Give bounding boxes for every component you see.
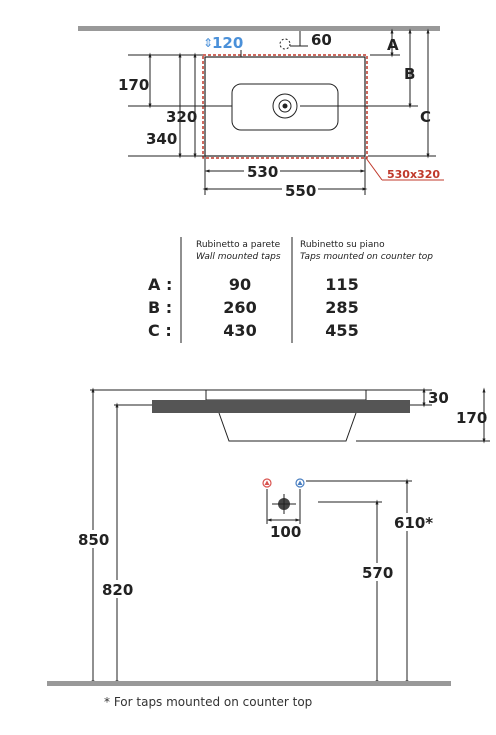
table-header-counter-en: Taps mounted on counter top bbox=[300, 252, 433, 262]
dim-820: 820 bbox=[102, 581, 133, 599]
cold-tap-arrow bbox=[297, 480, 303, 485]
dim-30: 30 bbox=[428, 389, 449, 407]
table-row-key: A : bbox=[148, 275, 172, 294]
dim-170-top: 170 bbox=[118, 76, 149, 94]
cold-tap-icon bbox=[295, 478, 305, 488]
dimension-table: Rubinetto a parete Wall mounted taps Rub… bbox=[148, 237, 433, 343]
dim-550-bg bbox=[282, 181, 318, 197]
top-view: ⇕ 120 60 A B C 170 320 340 530 bbox=[78, 26, 444, 200]
table-cell-counter: 455 bbox=[325, 321, 358, 340]
dim-120: 120 bbox=[212, 34, 243, 52]
footnote: * For taps mounted on counter top bbox=[104, 695, 312, 709]
table-cell-counter: 115 bbox=[325, 275, 358, 294]
table-row-key: B : bbox=[148, 298, 172, 317]
dim-120-arrow: ⇕ bbox=[203, 36, 213, 50]
floor-line bbox=[47, 681, 451, 686]
basin-bowl bbox=[218, 412, 357, 442]
dim-610-bg bbox=[392, 513, 434, 531]
dim-60: 60 bbox=[311, 31, 332, 49]
dim-170-side: 170 bbox=[456, 409, 487, 427]
dim-340: 340 bbox=[146, 130, 177, 148]
top-wall-line bbox=[78, 26, 440, 31]
drain-center bbox=[282, 103, 288, 109]
dim-850-bg bbox=[76, 530, 110, 548]
dim-570: 570 bbox=[362, 564, 393, 582]
cutout-label: 530x320 bbox=[387, 168, 440, 181]
dim-570-bg bbox=[360, 563, 394, 581]
hot-tap-icon bbox=[262, 478, 272, 488]
tap-hole-dashed bbox=[279, 38, 291, 50]
dim-100: 100 bbox=[270, 523, 301, 541]
table-header-wall-en: Wall mounted taps bbox=[196, 252, 281, 262]
drain-outer bbox=[272, 93, 298, 119]
table-cell-counter: 285 bbox=[325, 298, 358, 317]
dim-850: 850 bbox=[78, 531, 109, 549]
counter-top bbox=[152, 400, 410, 413]
letter-a: A bbox=[387, 36, 399, 54]
cutout-leader bbox=[365, 157, 383, 181]
hot-tap-arrow bbox=[264, 480, 270, 485]
letter-c: C bbox=[420, 108, 431, 126]
bowl-outline bbox=[231, 83, 339, 131]
dim-530: 530 bbox=[247, 163, 278, 181]
side-view: 30 170 850 820 100 610* bbox=[47, 387, 490, 686]
table-header-wall-it: Rubinetto a parete bbox=[196, 240, 281, 250]
table-header-counter-it: Rubinetto su piano bbox=[300, 240, 385, 250]
table-row-key: C : bbox=[148, 321, 172, 340]
basin-rim bbox=[205, 389, 367, 401]
dim-550: 550 bbox=[285, 182, 316, 200]
dim-320: 320 bbox=[166, 108, 197, 126]
dim-610: 610* bbox=[394, 514, 433, 532]
drain-inner bbox=[278, 99, 292, 113]
letter-b: B bbox=[404, 65, 415, 83]
table-cell-wall: 260 bbox=[223, 298, 256, 317]
table-cell-wall: 430 bbox=[223, 321, 256, 340]
dim-820-bg bbox=[100, 580, 134, 598]
table-cell-wall: 90 bbox=[229, 275, 251, 294]
dim-530-bg bbox=[244, 162, 280, 178]
